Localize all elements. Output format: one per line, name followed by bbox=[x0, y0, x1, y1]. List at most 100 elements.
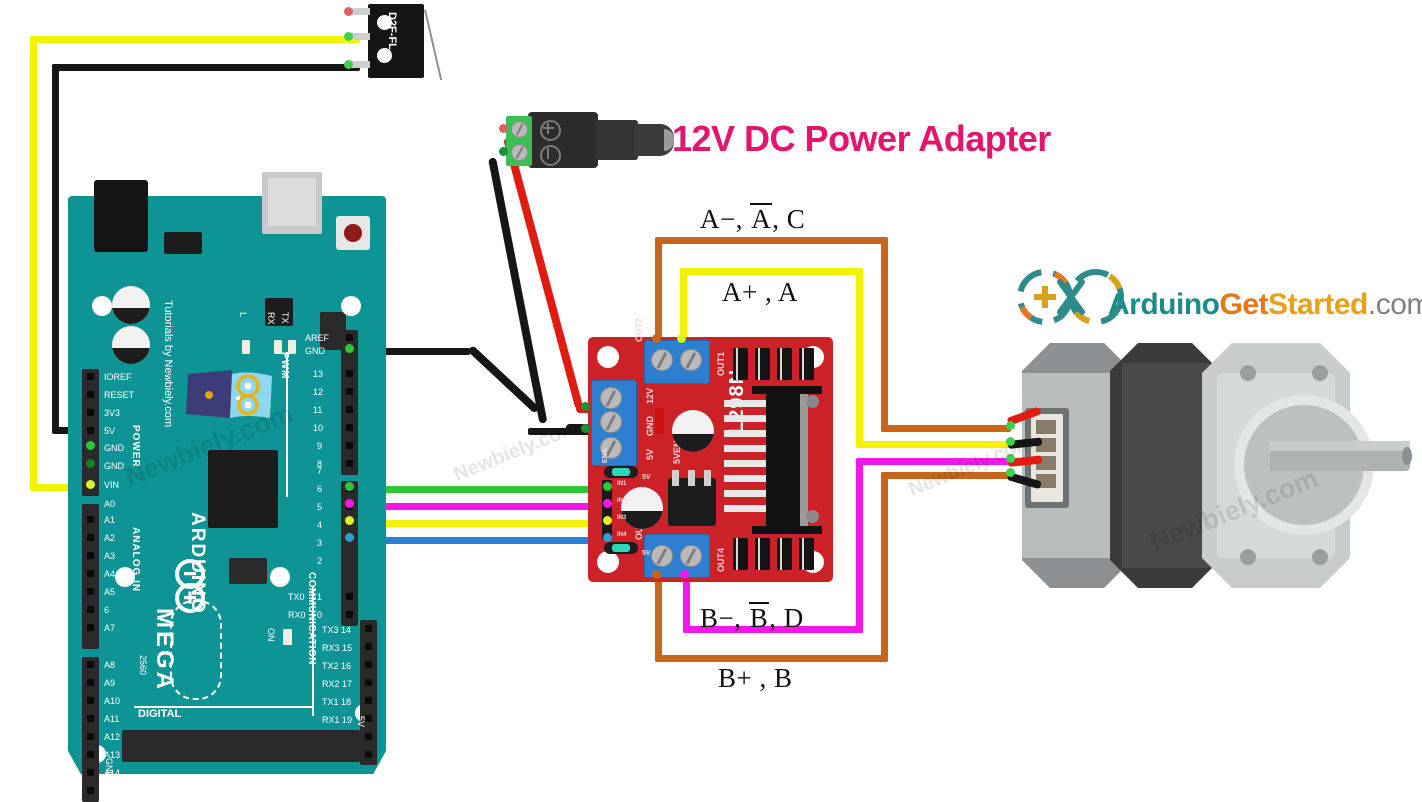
switch-lever bbox=[424, 9, 443, 81]
arduino-power-pin-gnd1[interactable] bbox=[86, 441, 95, 450]
arduino-analog-pin-a3[interactable] bbox=[87, 552, 94, 559]
arduino-analog-pin-a10[interactable] bbox=[87, 697, 94, 704]
arduino-comm-pin-rx2[interactable] bbox=[365, 679, 372, 686]
arduino-power-label-gnd1: GND bbox=[104, 443, 124, 453]
arduino-digital-pin-gnd[interactable] bbox=[345, 344, 354, 353]
arduino-analog-pin-a13[interactable] bbox=[87, 751, 94, 758]
arduino-digital-label-0: 0 bbox=[317, 610, 323, 620]
arduino-digital-label-5: 5 bbox=[317, 502, 323, 512]
arduino-analog-label-a14: A14 bbox=[104, 768, 121, 778]
arduino-analog-pin-a9[interactable] bbox=[87, 679, 94, 686]
wire-pin4-to-in2 bbox=[358, 503, 610, 510]
arduino-analog-pin-a11[interactable] bbox=[87, 715, 94, 722]
arduino-digital-pin-2[interactable] bbox=[345, 533, 354, 542]
arduino-digital-pin-1[interactable] bbox=[346, 593, 353, 600]
arduino-comm-pin-scl[interactable] bbox=[365, 751, 372, 758]
arduino-analog-label-a2: A2 bbox=[104, 533, 116, 543]
arduino-analog-pin-a8[interactable] bbox=[87, 661, 94, 668]
arduino-digital-pin-12[interactable] bbox=[346, 388, 353, 395]
arduino-analog-pin-a5[interactable] bbox=[87, 588, 94, 595]
arduino-digital-pin-5[interactable] bbox=[345, 482, 354, 491]
logo-text-com: .com bbox=[1367, 288, 1422, 321]
arduino-icsp2-header[interactable] bbox=[229, 558, 267, 584]
arduino-digital-pin-4[interactable] bbox=[345, 499, 354, 508]
arduino-analog-pin-a12[interactable] bbox=[87, 733, 94, 740]
switch-pin-2 bbox=[346, 33, 370, 40]
arduino-digital-pin-11[interactable] bbox=[346, 406, 353, 413]
motor-connector-pin-4[interactable] bbox=[1036, 474, 1056, 488]
l298n-ic-legs bbox=[724, 398, 766, 522]
arduino-comm-pin-tx3[interactable] bbox=[365, 625, 372, 632]
l298n-5ven-jumper[interactable] bbox=[655, 408, 664, 434]
arduino-analog-pin-a1[interactable] bbox=[87, 516, 94, 523]
arduino-power-pin-reset[interactable] bbox=[87, 391, 94, 398]
arduino-analog-label-a1: A1 bbox=[104, 515, 116, 525]
label-a-minus-part2: , C bbox=[772, 204, 806, 234]
wire-a-plus-motor bbox=[856, 441, 1011, 448]
wire-switch-to-gnd-vert bbox=[52, 64, 59, 433]
arduino-mounting-hole-3 bbox=[115, 567, 135, 587]
l298n-12v-screw[interactable] bbox=[600, 387, 622, 409]
arduino-digital-dual-header[interactable] bbox=[122, 730, 360, 762]
wire-a-minus-top bbox=[655, 237, 888, 244]
arduino-rx-label: RX bbox=[266, 312, 276, 325]
arduino-analog-label-a0: A0 bbox=[104, 499, 116, 509]
arduino-comm-label-tx1: TX1 18 bbox=[322, 697, 352, 707]
arduino-analog-pin-a14[interactable] bbox=[87, 769, 94, 776]
motor-wire-cap-3 bbox=[1006, 454, 1015, 463]
arduino-comm-pin-tx1[interactable] bbox=[365, 697, 372, 704]
l298n-in1-pin[interactable] bbox=[603, 482, 612, 491]
arduino-digital-pin-3[interactable] bbox=[345, 516, 354, 525]
l298n-diode-8 bbox=[799, 538, 814, 570]
arduino-digital-pin-aref[interactable] bbox=[346, 334, 353, 341]
arduino-analog-pin-a2[interactable] bbox=[87, 534, 94, 541]
arduino-credit-text: Tutorials by Newbiely.com bbox=[162, 300, 174, 428]
wire-pin5-to-in1 bbox=[358, 486, 610, 493]
arduino-digital-pin-8[interactable] bbox=[346, 460, 353, 467]
l298n-in2-pin[interactable] bbox=[603, 499, 612, 508]
arduino-power-pin-3v3[interactable] bbox=[87, 409, 94, 416]
arduino-comm-pin-rx3[interactable] bbox=[365, 643, 372, 650]
arduino-digital-pin-13[interactable] bbox=[346, 370, 353, 377]
arduino-analog-label-a13: A13 bbox=[104, 750, 121, 760]
arduino-digital-gnd-label: GND bbox=[104, 758, 114, 778]
l298n-in4-pin[interactable] bbox=[603, 533, 612, 542]
arduino-tx-led bbox=[288, 340, 296, 354]
arduino-comm-header[interactable] bbox=[360, 620, 377, 765]
arduino-analog-header-b[interactable] bbox=[82, 657, 99, 802]
arduino-digital-header-top[interactable] bbox=[341, 330, 358, 475]
arduino-analog-pin-a0[interactable] bbox=[86, 480, 95, 489]
arduino-analog-pin-a4[interactable] bbox=[87, 570, 94, 577]
arduino-comm-label-rx2: RX2 17 bbox=[322, 679, 353, 689]
arduino-digital-pin-0[interactable] bbox=[346, 611, 353, 618]
l298n-5v-screw[interactable] bbox=[600, 437, 622, 459]
arduino-analog-pin-a15[interactable] bbox=[87, 787, 94, 794]
switch-pin-3 bbox=[346, 61, 370, 68]
arduino-comm-pin-tx2[interactable] bbox=[365, 661, 372, 668]
arduino-digital-pin-9[interactable] bbox=[346, 442, 353, 449]
arduino-voltage-regulator bbox=[164, 232, 202, 254]
arduino-comm-pin-rx1[interactable] bbox=[365, 715, 372, 722]
arduino-analog-pin-a7[interactable] bbox=[87, 624, 94, 631]
arduino-digital-label-6: 6 bbox=[317, 484, 323, 494]
l298n-out1-screw[interactable] bbox=[680, 349, 702, 371]
arduino-power-label-vin: VIN bbox=[104, 480, 120, 490]
arduino-rx0-label: RX0 bbox=[288, 610, 306, 620]
l298n-out4-screw[interactable] bbox=[680, 545, 702, 567]
wire-pin3-to-in3 bbox=[358, 520, 610, 527]
l298n-gnd-screw[interactable] bbox=[600, 411, 622, 433]
l298n-out3-screw[interactable] bbox=[651, 545, 673, 567]
arduino-power-pin-5v[interactable] bbox=[87, 427, 94, 434]
arduino-comm-pin-sda[interactable] bbox=[365, 733, 372, 740]
l298n-out2-screw[interactable] bbox=[651, 349, 673, 371]
motor-connector-pin-1[interactable] bbox=[1036, 420, 1056, 434]
arduino-power-pin-ioref[interactable] bbox=[87, 373, 94, 380]
arduino-power-pin-gnd2[interactable] bbox=[86, 459, 95, 468]
l298n-in3-pin[interactable] bbox=[603, 516, 612, 525]
l298n-enb-5v-label: 5V bbox=[642, 550, 651, 557]
arduino-analog-pin-6[interactable] bbox=[87, 606, 94, 613]
l298n-input-header[interactable] bbox=[602, 480, 612, 540]
l298n-out1-label: OUT1 bbox=[716, 351, 726, 376]
wire-switch-to-a0-vert bbox=[30, 36, 37, 491]
arduino-digital-pin-10[interactable] bbox=[346, 424, 353, 431]
